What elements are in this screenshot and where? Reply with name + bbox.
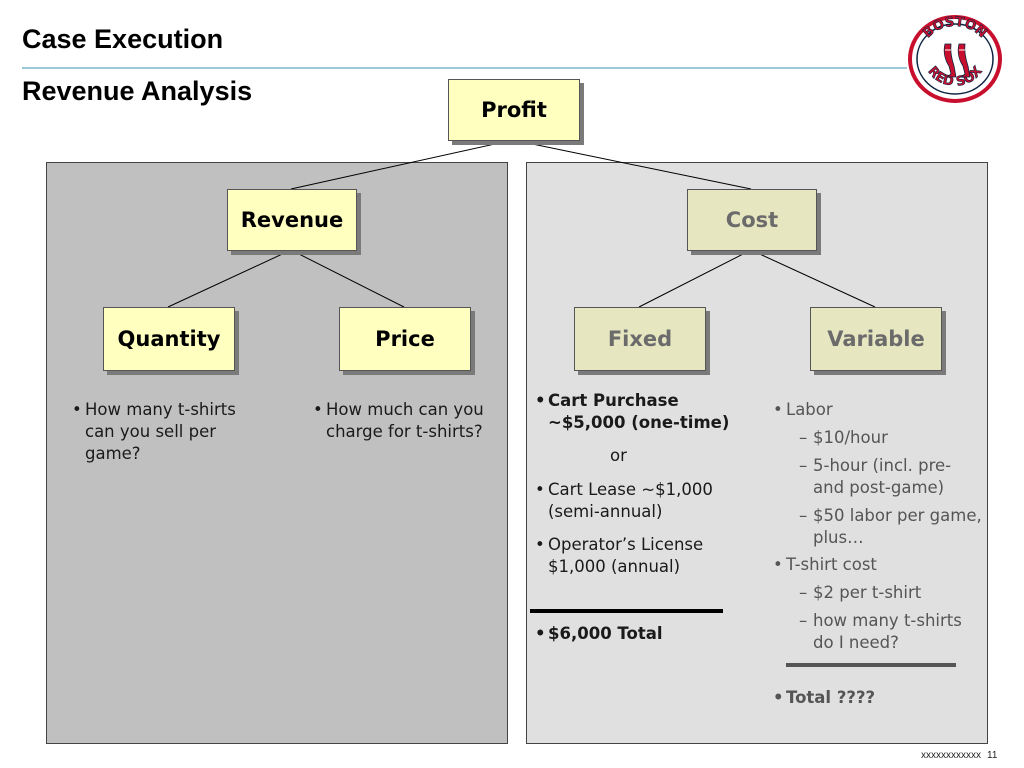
quantity-node: Quantity xyxy=(103,307,235,371)
tshirt-sub-item: $2 per t-shirt xyxy=(813,583,922,602)
dash-icon: – xyxy=(799,428,808,447)
variable-total-divider xyxy=(786,663,956,667)
connector-cost-fixed xyxy=(638,249,752,308)
price-notes: •How much can you charge for t-shirts? xyxy=(313,399,491,443)
profit-node: Profit xyxy=(448,79,580,141)
bullet-icon: • xyxy=(72,400,82,419)
connector-revenue-quantity xyxy=(167,249,292,308)
footer-code: xxxxxxxxxxxx xyxy=(921,750,981,761)
page-number: 11 xyxy=(987,750,998,761)
quantity-question: How many t-shirts can you sell per game? xyxy=(85,400,236,463)
price-node: Price xyxy=(339,307,471,371)
tshirt-sub-item: how many t-shirts do I need? xyxy=(813,611,962,652)
dash-icon: – xyxy=(799,506,808,525)
bullet-icon: • xyxy=(773,688,784,707)
dash-icon: – xyxy=(799,583,808,602)
variable-node: Variable xyxy=(810,307,942,371)
fixed-item-cart-purchase: Cart Purchase ~$5,000 (one-time) xyxy=(548,391,730,432)
bullet-icon: • xyxy=(535,480,545,499)
title-divider xyxy=(22,67,907,69)
labor-sub-item: 5-hour (incl. pre- and post-game) xyxy=(813,456,952,497)
labor-sub-item: $50 labor per game, plus… xyxy=(813,506,982,547)
fixed-total-row: •$6,000 Total xyxy=(535,623,725,645)
fixed-item-cart-lease: Cart Lease ~$1,000 (semi-annual) xyxy=(548,480,713,521)
variable-notes: •Labor –$10/hour –5-hour (incl. pre- and… xyxy=(773,399,985,654)
variable-tshirt: T-shirt cost xyxy=(786,555,877,574)
bullet-icon: • xyxy=(313,400,323,419)
connector-cost-variable xyxy=(750,249,876,308)
bullet-icon: • xyxy=(773,400,783,419)
page-subtitle: Revenue Analysis xyxy=(22,76,253,106)
labor-sub-item: $10/hour xyxy=(813,428,888,447)
footer: xxxxxxxxxxxx 11 xyxy=(921,750,997,761)
bullet-icon: • xyxy=(535,391,546,410)
fixed-total: $6,000 Total xyxy=(548,624,663,643)
fixed-node: Fixed xyxy=(574,307,706,371)
revenue-node: Revenue xyxy=(227,189,357,251)
page-title: Case Execution xyxy=(22,24,224,54)
bullet-icon: • xyxy=(773,555,783,574)
variable-labor: Labor xyxy=(786,400,833,419)
fixed-notes: •Cart Purchase ~$5,000 (one-time) or •Ca… xyxy=(535,390,740,578)
cost-node: Cost xyxy=(687,189,817,251)
boston-red-sox-logo-icon: BOSTON RED SOX xyxy=(908,15,1002,103)
connector-profit-cost xyxy=(512,139,752,190)
dash-icon: – xyxy=(799,456,808,475)
fixed-item-license: Operator’s License $1,000 (annual) xyxy=(548,535,704,576)
bullet-icon: • xyxy=(535,535,545,554)
revenue-panel xyxy=(46,162,508,744)
connector-revenue-price xyxy=(290,249,405,308)
variable-total: Total ???? xyxy=(786,688,876,707)
cost-panel xyxy=(526,162,988,744)
fixed-or: or xyxy=(610,446,627,465)
variable-total-row: •Total ???? xyxy=(773,687,963,709)
fixed-total-divider xyxy=(530,609,723,613)
connector-profit-revenue xyxy=(290,139,514,190)
dash-icon: – xyxy=(799,611,808,630)
quantity-notes: •How many t-shirts can you sell per game… xyxy=(72,399,267,465)
bullet-icon: • xyxy=(535,624,546,643)
price-question: How much can you charge for t-shirts? xyxy=(326,400,484,441)
